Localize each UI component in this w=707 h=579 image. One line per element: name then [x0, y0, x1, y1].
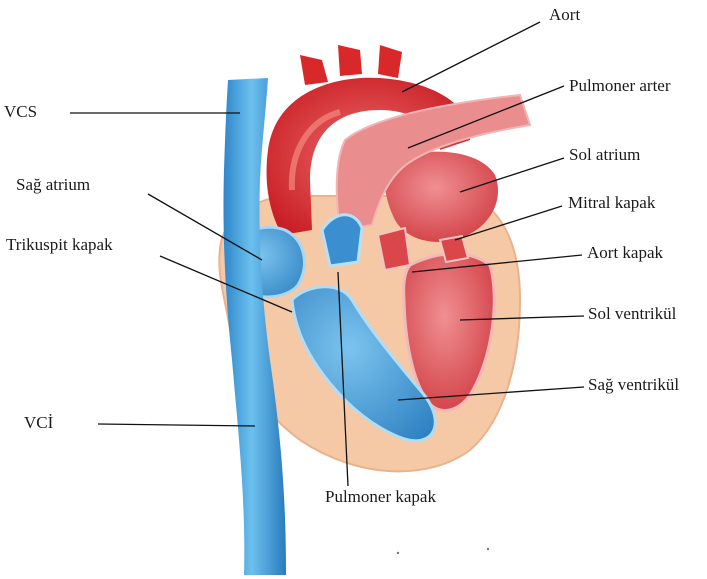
- label-vci: VCİ: [24, 414, 53, 431]
- label-sag-ventrikul: Sağ ventrikül: [588, 376, 679, 393]
- pulmonary-valve-shape: [322, 215, 362, 266]
- label-trikuspit-kapak: Trikuspit kapak: [6, 236, 113, 253]
- mitral-valve-shape: [378, 228, 410, 270]
- label-sag-atrium: Sağ atrium: [16, 176, 90, 193]
- label-aort-kapak: Aort kapak: [587, 244, 663, 261]
- label-aort: Aort: [549, 6, 580, 23]
- label-pulmoner-arter: Pulmoner arter: [569, 77, 671, 94]
- label-sol-atrium: Sol atrium: [569, 146, 640, 163]
- label-vcs: VCS: [4, 103, 37, 120]
- leader-aort: [402, 22, 540, 92]
- label-mitral-kapak: Mitral kapak: [568, 194, 655, 211]
- aortic-valve-shape: [440, 236, 468, 262]
- label-pulmoner-kapak: Pulmoner kapak: [325, 488, 436, 505]
- leader-vci: [98, 424, 255, 426]
- label-sol-ventrikul: Sol ventrikül: [588, 305, 676, 322]
